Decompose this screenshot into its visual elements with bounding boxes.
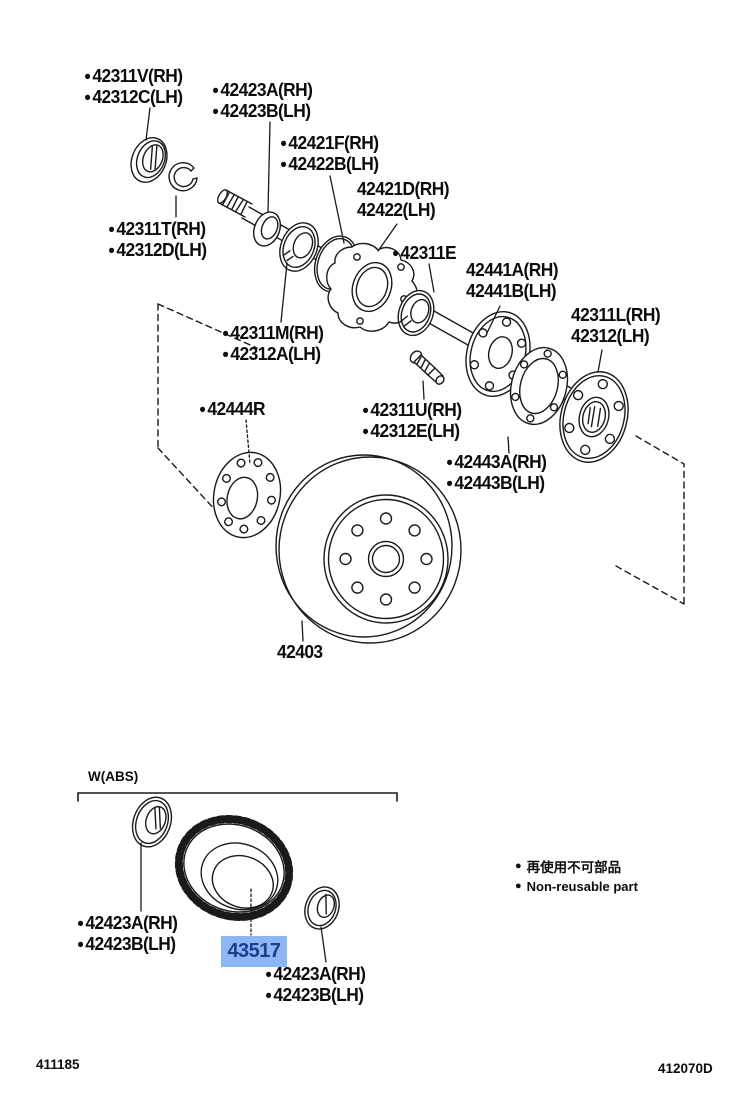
non-reusable-icon: ● <box>392 246 399 260</box>
drawing-bearing-spacer <box>252 211 282 247</box>
drawing-abs-seal-right <box>304 886 340 930</box>
part-label-42311v-42312c[interactable]: ●42311V(RH) ●42312C(LH) <box>84 65 183 107</box>
leader-lines <box>140 107 603 963</box>
part-label-42311t-42312d[interactable]: ●42311T(RH) ●42312D(LH) <box>108 218 207 260</box>
part-label-42423a-42423b-abs-right[interactable]: ●42423A(RH) ●42423B(LH) <box>265 963 366 1005</box>
part-label-42311u-42312e[interactable]: ●42311U(RH) ●42312E(LH) <box>362 399 462 441</box>
wabs-group-label: W(ABS) <box>88 769 139 784</box>
drawing-abs-tone-ring <box>174 814 294 922</box>
part-label-42421d-42422[interactable]: 42421D(RH) 42422(LH) <box>357 178 450 220</box>
drawing-hub-gasket <box>509 346 569 426</box>
non-reusable-icon: ● <box>108 222 115 236</box>
part-label-42311m-42312a[interactable]: ●42311M(RH) ●42312A(LH) <box>222 322 324 364</box>
drawing-serrated-bolt <box>409 350 445 385</box>
part-label-42421f-42422b[interactable]: ●42421F(RH) ●42422B(LH) <box>280 132 379 174</box>
non-reusable-icon: ● <box>108 242 115 257</box>
part-label-42444r[interactable]: ●42444R <box>199 398 266 419</box>
figure-code-right: 412070D <box>658 1061 713 1076</box>
drawing-brake-gasket <box>212 451 282 539</box>
non-reusable-icon: ● <box>280 136 287 150</box>
non-reusable-icon: ● <box>84 89 91 104</box>
non-reusable-icon: ● <box>515 880 522 892</box>
drawing-backing-plate <box>326 242 418 332</box>
drawing-brake-drum <box>275 454 462 644</box>
non-reusable-legend: ●再使用不可部品 ●Non-reusable part <box>515 859 638 894</box>
non-reusable-icon: ● <box>222 346 229 361</box>
drawing-snap-ring <box>168 162 198 192</box>
non-reusable-icon: ● <box>212 103 219 118</box>
part-label-42423a-42423b-abs-left[interactable]: ●42423A(RH) ●42423B(LH) <box>77 912 178 954</box>
part-label-42311l-42312[interactable]: 42311L(RH) 42312(LH) <box>571 304 661 346</box>
non-reusable-icon: ● <box>199 402 206 416</box>
non-reusable-icon: ● <box>77 936 84 951</box>
non-reusable-icon: ● <box>84 69 91 83</box>
figure-code-left: 411185 <box>36 1057 80 1072</box>
wabs-bracket <box>77 792 398 802</box>
non-reusable-icon: ● <box>222 326 229 340</box>
non-reusable-icon: ● <box>212 83 219 97</box>
part-label-42311e[interactable]: ●42311E <box>392 242 457 263</box>
part-label-42441a-42441b[interactable]: 42441A(RH) 42441B(LH) <box>466 259 559 301</box>
part-label-42423a-42423b-top[interactable]: ●42423A(RH) ●42423B(LH) <box>212 79 313 121</box>
part-label-42403[interactable]: 42403 <box>277 641 323 662</box>
drawing-oil-seal <box>130 137 168 183</box>
drawing-bearing <box>279 222 319 272</box>
non-reusable-icon: ● <box>446 455 453 469</box>
part-label-42443a-42443b[interactable]: ●42443A(RH) ●42443B(LH) <box>446 451 547 493</box>
drawing-axle-flange <box>559 371 629 463</box>
drawing-abs-seal-left <box>131 796 173 848</box>
drawing-bearing-retainer <box>397 289 435 337</box>
non-reusable-icon: ● <box>265 967 272 981</box>
non-reusable-icon: ● <box>362 423 369 438</box>
non-reusable-icon: ● <box>515 859 522 872</box>
non-reusable-icon: ● <box>77 916 84 930</box>
highlighted-part-43517[interactable]: 43517 <box>221 936 287 967</box>
non-reusable-icon: ● <box>280 156 287 171</box>
non-reusable-icon: ● <box>446 475 453 490</box>
non-reusable-icon: ● <box>362 403 369 417</box>
non-reusable-icon: ● <box>265 987 272 1002</box>
